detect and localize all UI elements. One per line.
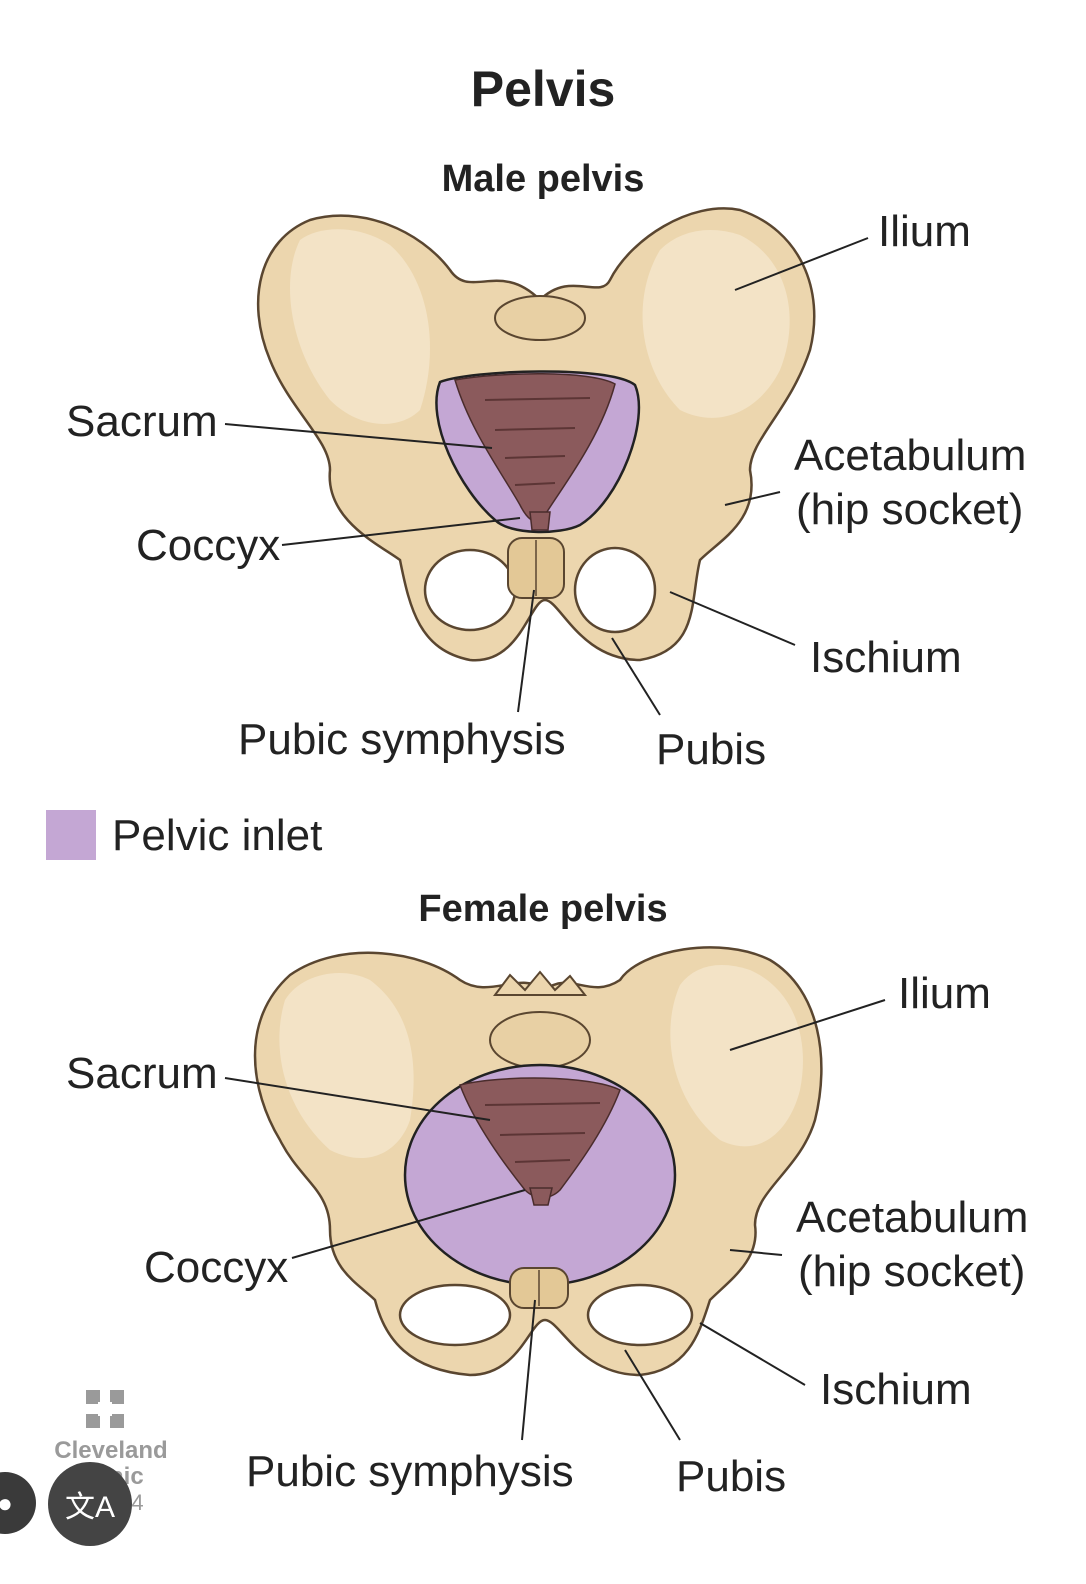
- male-coccyx-label: Coccyx: [136, 521, 281, 570]
- male-pelvis-heading: Male pelvis: [441, 158, 645, 200]
- male-ilium-label: Ilium: [878, 207, 971, 256]
- male-ischium-label: Ischium: [810, 633, 962, 682]
- page-title: Pelvis: [470, 61, 616, 117]
- male-right-wing-shade: [642, 230, 790, 418]
- male-acetabulum-label: Acetabulum: [794, 431, 1027, 480]
- male-sacrum: [454, 372, 616, 522]
- male-coccyx: [529, 511, 551, 531]
- female-pubis-label: Pubis: [676, 1452, 787, 1501]
- legend-swatch-pelvic-inlet: [46, 810, 96, 860]
- female-pelvis-drawing: [224, 946, 886, 1441]
- female-right-obturator: [586, 1283, 694, 1347]
- female-coccyx-label: Coccyx: [144, 1243, 289, 1292]
- translate-button[interactable]: 文A: [48, 1462, 132, 1546]
- female-sacral-crest: [493, 970, 588, 996]
- male-left-obturator: [423, 548, 517, 632]
- male-sacrum-label: Sacrum: [66, 397, 218, 446]
- logo-word-cleveland: Cleveland: [54, 1437, 168, 1464]
- cleveland-clinic-logo-mark: [86, 1390, 124, 1428]
- left-overlay-icon: ●: [0, 1487, 13, 1518]
- female-sacrum: [459, 1077, 621, 1199]
- male-pubic-symphysis-label: Pubic symphysis: [238, 715, 566, 764]
- legend-label: Pelvic inlet: [112, 811, 323, 860]
- male-hip-socket-label: (hip socket): [796, 485, 1024, 534]
- female-pelvis-heading: Female pelvis: [418, 888, 668, 930]
- female-pubic-symphysis-label: Pubic symphysis: [246, 1447, 574, 1496]
- male-pelvis-drawing: [224, 207, 869, 716]
- female-right-wing-shade: [670, 965, 803, 1147]
- female-sacral-vertebra: [489, 1011, 591, 1069]
- female-ischium-label: Ischium: [820, 1365, 972, 1414]
- female-hip-socket-label: (hip socket): [798, 1247, 1026, 1296]
- female-coccyx: [529, 1187, 553, 1206]
- male-left-wing-shade: [290, 229, 430, 424]
- female-left-wing-shade: [279, 972, 414, 1159]
- female-sacrum-label: Sacrum: [66, 1049, 218, 1098]
- female-ilium-label: Ilium: [898, 969, 991, 1018]
- female-acetabulum-label: Acetabulum: [796, 1193, 1029, 1242]
- translate-icon: 文A: [64, 1491, 115, 1524]
- male-pubis-label: Pubis: [656, 725, 767, 774]
- male-sacral-vertebra: [494, 295, 586, 341]
- female-left-obturator: [398, 1283, 512, 1347]
- male-right-obturator: [573, 546, 657, 634]
